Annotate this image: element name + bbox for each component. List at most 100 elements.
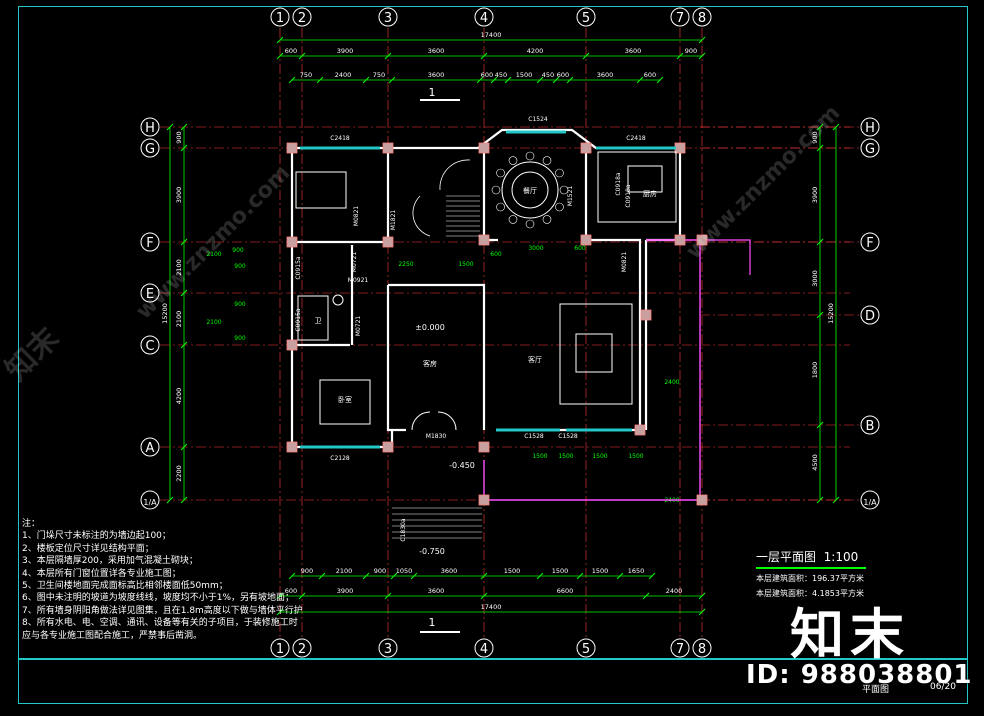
opening-tag: M0921	[348, 277, 369, 284]
wash-basin	[332, 294, 344, 306]
axis-label: 3	[384, 642, 392, 657]
dim-tick	[390, 572, 398, 580]
axis-bubble	[474, 638, 494, 658]
room-label: 客房	[423, 359, 437, 368]
opening-tag: M0821	[353, 206, 360, 227]
dim-label: 6600	[557, 587, 574, 595]
dim-label: 4500	[811, 454, 819, 471]
opening-tag: C0918a	[625, 184, 632, 207]
axis-bubble	[860, 415, 880, 435]
dim-tick	[410, 572, 418, 580]
dim-label: 3900	[337, 587, 354, 595]
terrace-railing	[700, 239, 751, 275]
dim-label: 900	[685, 47, 697, 55]
sheet-label: 平面图	[862, 685, 890, 695]
dining-chair	[559, 185, 569, 195]
dim-tick	[180, 238, 188, 246]
structural-column	[580, 142, 592, 154]
dim-label: 4200	[175, 388, 183, 405]
notes-heading: 注：	[22, 519, 41, 529]
axis-label: 7	[676, 642, 684, 657]
structural-column	[640, 309, 652, 321]
note-item: 1、门垛尺寸未标注的为墙边起100；	[22, 531, 171, 542]
dim-tick	[536, 76, 544, 84]
structural-column	[674, 234, 686, 246]
dim-tick	[180, 341, 188, 349]
dim-tick	[480, 592, 488, 600]
dining-table	[501, 161, 559, 219]
dim-tick	[698, 608, 706, 616]
sofa-set	[559, 303, 633, 405]
axis-label: F	[146, 236, 153, 251]
dim-label: 3600	[428, 71, 445, 79]
axis-label: 8	[698, 11, 706, 26]
opening-tag: M0721	[355, 316, 362, 337]
area-line-1: 本层建筑面积：196.37平方米	[756, 574, 864, 583]
dim-label: 4200	[527, 47, 544, 55]
dim-label: 3900	[337, 47, 354, 55]
note-item: 3、本层隔墙厚200，采用加气混凝土砌块；	[22, 556, 198, 567]
note-item: 应与各专业施工图配合施工，严禁事后凿洞。	[22, 630, 203, 641]
dim-tick	[180, 496, 188, 504]
entrance-door	[437, 411, 457, 431]
dining-chair	[508, 215, 518, 224]
dim-tick	[816, 123, 824, 131]
opening-tag: M0821	[621, 252, 628, 273]
dim-tick	[698, 52, 706, 60]
dining-chair	[496, 168, 505, 178]
dim-tick	[480, 572, 488, 580]
dim-label: 450	[495, 71, 507, 79]
dim-tick	[816, 496, 824, 504]
dim-label: 2200	[175, 465, 183, 482]
kitchen-island	[627, 165, 663, 193]
dim-label: 1500	[558, 453, 573, 460]
axis-label: B	[866, 419, 875, 434]
dim-label: 2400	[335, 71, 352, 79]
dim-tick	[490, 76, 498, 84]
dim-tick	[480, 52, 488, 60]
dim-label: 2100	[206, 319, 221, 326]
opening-tag: C1830a	[400, 518, 407, 541]
dim-tick	[298, 52, 306, 60]
structural-column	[382, 142, 394, 154]
dim-tick	[636, 76, 644, 84]
opening-tag: C1528	[558, 433, 578, 440]
section-mark: 1	[429, 86, 436, 99]
dim-label: 1500	[552, 567, 569, 575]
dim-label: 3600	[625, 47, 642, 55]
dim-label: 900	[175, 131, 183, 143]
axis-label: G	[145, 142, 155, 157]
opening-tag: C0918a	[615, 172, 622, 195]
structural-column	[382, 236, 394, 248]
structural-column	[286, 339, 298, 351]
note-item: 7、所有墙身阴阳角做法详见图集，且在1.8m高度以下做与墙体平行护角；	[22, 605, 302, 616]
dim-tick	[648, 572, 656, 580]
drawing-scale: 1:100	[823, 550, 859, 564]
image-id: ID: 988038801	[746, 660, 973, 690]
axis-bubble	[140, 437, 160, 457]
interior-wall	[388, 283, 486, 430]
axis-label: H	[145, 121, 155, 136]
dim-label: 900	[232, 247, 244, 254]
level-mark: -0.750	[419, 547, 445, 556]
dining-chair	[491, 185, 501, 195]
dim-tick	[298, 592, 306, 600]
dim-label: 900	[234, 301, 246, 308]
room-label: 客厅	[528, 355, 542, 364]
kitchen-counter	[597, 151, 677, 223]
dim-tick	[616, 572, 624, 580]
opening-tag: C1528	[524, 433, 544, 440]
dining-chair	[555, 168, 564, 178]
section-mark: 1	[429, 616, 436, 629]
dim-label: 600	[574, 245, 586, 252]
notes-block: 注： 1、门垛尺寸未标注的为墙边起100； 2、楼板定位尺寸详见结构平面； 3、…	[22, 518, 302, 642]
structural-column	[634, 424, 646, 436]
dim-label: 2100	[175, 311, 183, 328]
axis-bubble	[140, 335, 160, 355]
dim-label: 2100	[175, 259, 183, 276]
axis-bubble	[860, 117, 880, 137]
axis-label: C	[145, 339, 154, 354]
interior-wall	[292, 235, 390, 244]
